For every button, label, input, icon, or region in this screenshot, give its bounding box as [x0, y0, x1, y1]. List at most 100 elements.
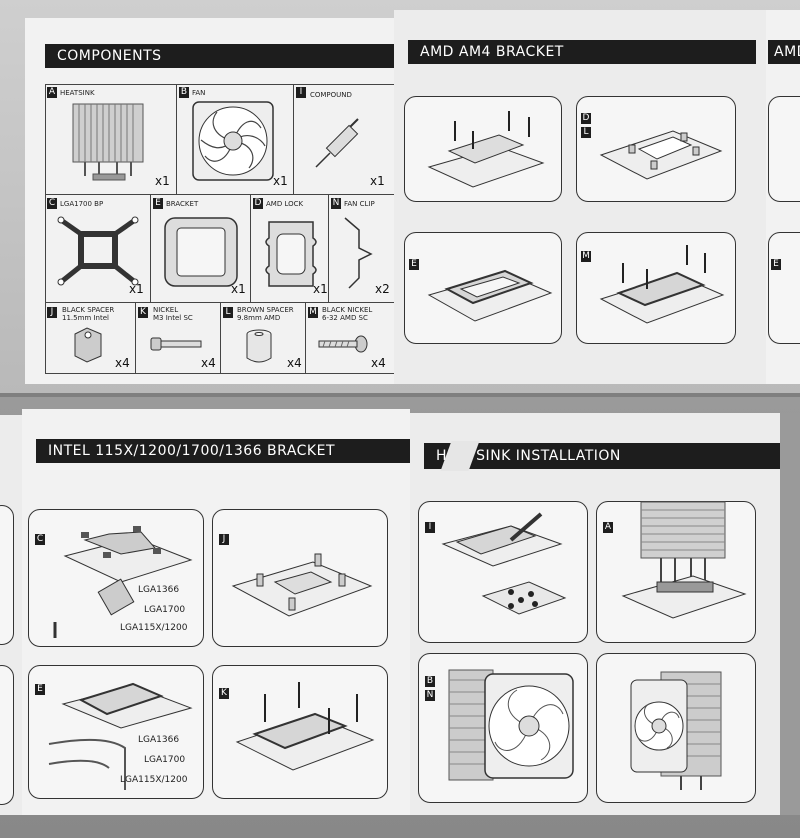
intel-c-label-lga1366: LGA1366 — [138, 585, 180, 595]
part-k-qty: x4 — [201, 356, 216, 370]
part-k-detail: M3 Intel SC — [153, 314, 193, 322]
heatsink-step-final — [596, 653, 756, 803]
components-title: COMPONENTS — [45, 44, 395, 68]
part-l-tag: L — [223, 307, 233, 318]
intel-step-c-tag: C — [35, 534, 45, 545]
intel-step-j: J — [212, 509, 388, 647]
intel-backplate-icon — [53, 526, 193, 638]
heatsink-page: HE SINK INSTALLATION I A — [410, 413, 780, 815]
amd-bracket-screws-icon — [427, 111, 545, 188]
part-j-name: BLACK SPACER — [62, 306, 115, 314]
partial-title: AMD — [768, 40, 800, 64]
components-page: COMPONENTS A HEATSINK x1 B — [25, 18, 400, 384]
intel-step-k: K — [212, 665, 388, 799]
part-l-name: BROWN SPACER — [237, 306, 294, 314]
heatsink-step-n-tag: N — [425, 690, 435, 701]
amd-lock-icon — [265, 221, 317, 287]
intel-step-k-tag: K — [219, 688, 229, 699]
heatsink-step-i-tag: I — [425, 522, 435, 533]
part-c-qty: x1 — [129, 282, 144, 296]
part-e-tag: E — [153, 198, 163, 209]
final-assembly-icon — [630, 671, 722, 790]
intel-e-label-lga115x: LGA115X/1200 — [120, 775, 188, 785]
amd-step-2-tag-d: D — [581, 113, 591, 124]
part-m-name: BLACK NICKEL — [322, 306, 373, 314]
manual-photo-top: COMPONENTS A HEATSINK x1 B — [0, 0, 800, 393]
fan-clip-icon — [344, 217, 373, 289]
partial-step-tag: E — [771, 259, 781, 270]
intel-c-label-lga115x: LGA115X/1200 — [120, 623, 188, 633]
part-j-tag: J — [47, 307, 57, 318]
part-b-name: FAN — [192, 89, 206, 97]
heatsink-step-a: A — [596, 501, 756, 643]
part-n-qty: x2 — [375, 282, 390, 296]
part-a-name: HEATSINK — [60, 89, 95, 97]
part-n-name: FAN CLIP — [344, 200, 375, 208]
amd-step-3-tag: E — [409, 259, 419, 270]
part-b-tag: B — [179, 87, 189, 98]
part-k-tag: K — [138, 307, 148, 318]
intel-step-e-tag: E — [35, 684, 45, 695]
apply-compound-icon — [441, 512, 567, 615]
manual-photo-bottom: INTEL 115X/1200/1700/1366 BRACKET C LGA1… — [0, 397, 800, 838]
amd-step-2: D L — [576, 96, 736, 202]
nickel-screw-icon — [150, 337, 202, 351]
attach-fan-icon — [448, 669, 574, 781]
compound-syringe-icon — [315, 118, 359, 168]
amd-title: AMD AM4 BRACKET — [408, 40, 756, 64]
black-spacer-icon — [74, 327, 102, 363]
intel-page: INTEL 115X/1200/1700/1366 BRACKET C LGA1… — [22, 409, 410, 815]
part-m-detail: 6-32 AMD SC — [322, 314, 368, 322]
part-l-qty: x4 — [287, 356, 302, 370]
part-m-tag: M — [308, 307, 318, 318]
part-j-qty: x4 — [115, 356, 130, 370]
intel-title: INTEL 115X/1200/1700/1366 BRACKET — [36, 439, 410, 463]
heatsink-step-i: I — [418, 501, 588, 643]
part-l-detail: 9.8mm AMD — [237, 314, 281, 322]
part-m-qty: x4 — [371, 356, 386, 370]
amd-page: AMD AM4 BRACKET D L E — [394, 10, 766, 384]
intel-bracket-icon — [48, 682, 193, 790]
part-i-name: COMPOUND — [310, 91, 352, 99]
part-e-name: BRACKET — [166, 200, 199, 208]
part-i-qty: x1 — [370, 174, 385, 188]
part-e-qty: x1 — [231, 282, 246, 296]
part-d-tag: D — [253, 198, 263, 209]
heatsink-step-b-tag: B — [425, 676, 435, 687]
intel-e-label-lga1700: LGA1700 — [144, 755, 186, 765]
part-d-name: AMD LOCK — [266, 200, 304, 208]
heatsink-step-a-tag: A — [603, 522, 613, 533]
part-a-qty: x1 — [155, 174, 170, 188]
amd-bracket-place-icon — [427, 269, 553, 322]
part-b-qty: x1 — [273, 174, 288, 188]
heatsink-step-bn: B N — [418, 653, 588, 803]
part-i-tag: I — [296, 87, 306, 98]
part-n-tag: N — [331, 198, 341, 209]
intel-screw-down-icon — [235, 682, 375, 771]
bracket-icon — [164, 217, 238, 287]
black-nickel-screw-icon — [318, 335, 368, 353]
backplate-icon — [57, 216, 139, 286]
part-d-qty: x1 — [313, 282, 328, 296]
amd-socket-plate-icon — [599, 130, 723, 180]
part-c-name: LGA1700 BP — [60, 200, 104, 208]
intel-spacers-icon — [231, 553, 373, 617]
part-a-tag: A — [47, 87, 57, 98]
heatsink-icon — [72, 103, 144, 181]
mount-heatsink-icon — [621, 501, 747, 619]
part-j-detail: 11.5mm Intel — [62, 314, 109, 322]
amd-bracket-screw-down-icon — [599, 245, 725, 324]
amd-page-partial: AMD E — [766, 10, 800, 384]
part-c-tag: C — [47, 198, 57, 209]
intel-step-j-tag: J — [219, 534, 229, 545]
amd-step-1 — [404, 96, 562, 202]
intel-c-label-lga1700: LGA1700 — [144, 605, 186, 615]
intel-step-e: E — [28, 665, 204, 799]
amd-step-3: E — [404, 232, 562, 344]
amd-step-2-tag-l: L — [581, 127, 591, 138]
fan-icon — [192, 101, 274, 181]
intel-e-label-lga1366: LGA1366 — [138, 735, 180, 745]
amd-step-4-tag: M — [581, 251, 591, 262]
amd-step-4: M — [576, 232, 736, 344]
heatsink-title-text: HE SINK INSTALLATION — [436, 448, 621, 464]
